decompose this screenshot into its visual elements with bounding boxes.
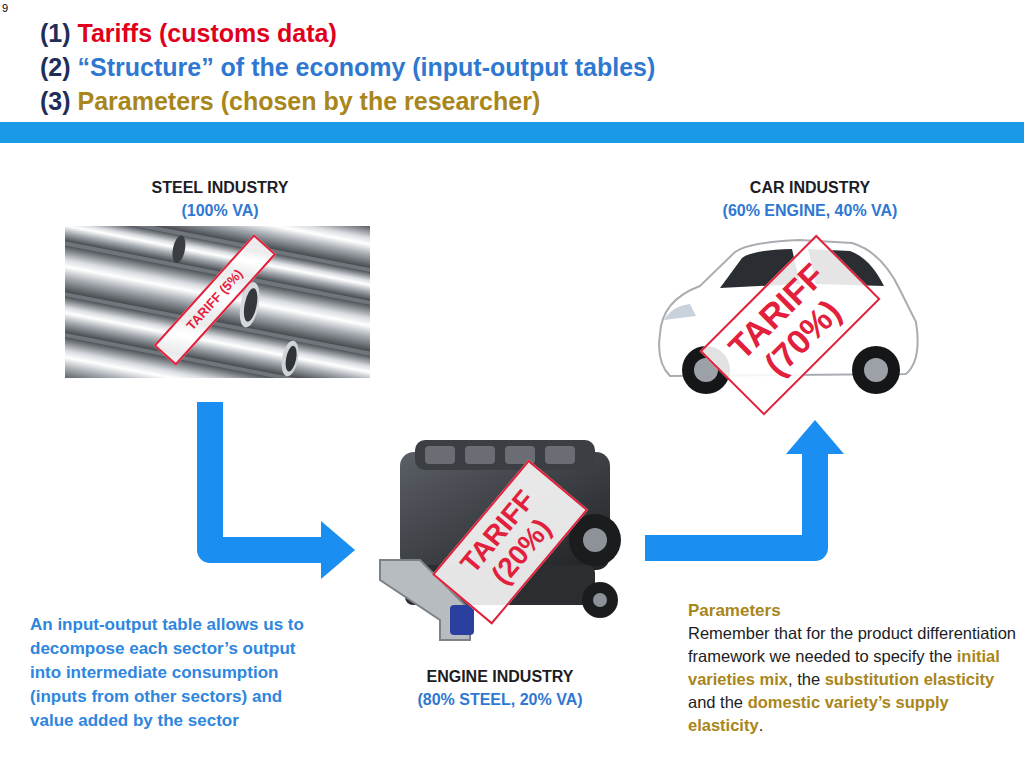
industry-name: CAR INDUSTRY [750,176,870,199]
engine-illustration [380,440,621,640]
note-text-block: An input-output table allows us to decom… [30,613,325,733]
title-line: (3) [40,87,71,115]
tariff-stamp: TARIFF (20%) [432,460,588,625]
industry-node: STEEL INDUSTRY(100% VA) TARIFF (5%) [60,172,380,402]
engine-cover [415,440,595,470]
tariff-stamp: TARIFF (5%) [154,234,277,366]
pulley-hub [583,528,607,552]
tariff-text: TARIFF (70%) [712,247,867,402]
steel-pipes [65,226,370,378]
engine-cylinder [545,446,575,464]
flow-arrow [645,420,844,548]
pipe-end [284,345,299,372]
industry-name: ENGINE INDUSTRY [427,665,574,688]
industry-name: STEEL INDUSTRY [152,176,289,199]
note-text: An input-output table allows us to decom… [30,615,304,730]
industry-node: CAR INDUSTRY(60% ENGINE, 40% VA) TARIFF (… [640,172,980,420]
title-line: Tariffs (customs data) [78,19,337,47]
arrow-head [786,420,844,454]
pipe-end [170,234,187,264]
pipe-end [279,339,302,377]
tariff-text: TARIFF (20%) [445,472,576,611]
title-line: “Structure” of the economy (input-output… [78,53,656,81]
note-text: substitution elasticity [825,670,995,688]
car-wheel [852,346,900,394]
oil-filter [450,605,474,635]
note-text: , the [788,670,820,688]
note-text-block: Remember that for the product differenti… [688,622,1020,737]
title-line-block: (1) Tariffs (customs data) [40,18,940,48]
pulley-hub [593,593,607,607]
industry-composition: (100% VA) [181,199,258,222]
industry-node: ENGINE INDUSTRY(80% STEEL, 20% VA) TARIFF… [355,430,645,715]
tariff-text: TARIFF (5%) [166,247,264,353]
page-number-block: 9 [2,1,32,15]
car-hub [864,358,888,382]
note-heading-block: Parameters [688,599,1020,622]
title-line-block: (3) Parameters (chosen by the researcher… [40,86,940,116]
pipe-end [241,287,259,323]
title-line: (1) [40,19,71,47]
steel-pipe [65,327,370,378]
title-line: (2) [40,53,71,81]
page-number: 9 [2,2,8,14]
engine-cylinder [425,446,455,464]
title-line: Parameters (chosen by the researcher) [78,87,541,115]
note-heading: Parameters [688,601,781,620]
car-headlight [664,304,696,320]
industry-composition: (60% ENGINE, 40% VA) [723,199,898,222]
arrow-shaft [210,402,321,550]
note-text: and the [688,693,743,711]
flow-arrow [210,402,355,579]
arrow-shaft [645,454,815,548]
title-line-block: (2) “Structure” of the economy (input-ou… [40,52,940,82]
industry-composition: (80% STEEL, 20% VA) [417,688,582,711]
pulley [582,582,618,618]
header-band [0,122,1024,143]
note-text: . [759,716,764,734]
arrow-head [321,521,355,579]
tariff-stamp: TARIFF (70%) [700,235,881,416]
engine-cylinder [465,446,495,464]
